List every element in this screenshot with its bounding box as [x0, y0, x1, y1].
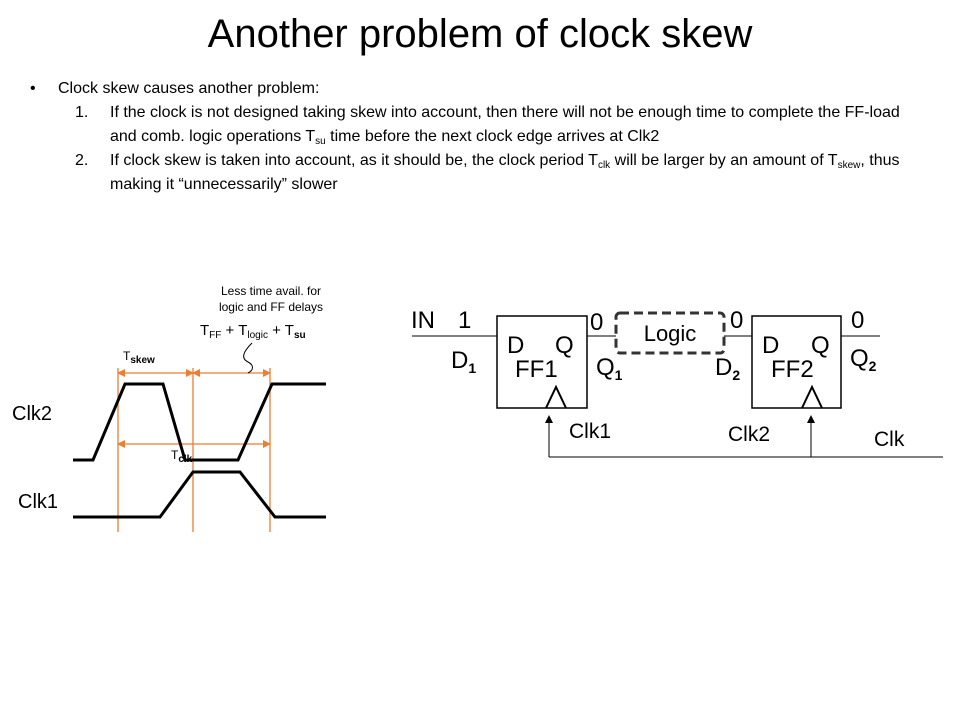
note-line-2: logic and FF delays: [219, 300, 323, 314]
clk2-waveform: [73, 382, 326, 462]
d1-label: D1: [451, 347, 476, 376]
note-callout-line: [243, 342, 253, 374]
logic-label: Logic: [644, 321, 697, 346]
q1-value: 0: [590, 309, 603, 336]
list-item-text: , thus making it “unnecessarily” slower: [110, 152, 900, 193]
list-item-subscript: su: [315, 136, 326, 147]
clk1-wave-label: Clk1: [18, 491, 58, 513]
note-line-1: Less time avail. for: [221, 284, 321, 298]
ff1-clock-triangle: [545, 384, 567, 409]
ff2-name-label: FF2: [771, 356, 814, 383]
list-item-text: If clock skew is taken into account, as …: [110, 152, 598, 169]
bullet-intro-text: Clock skew causes another problem:: [58, 80, 320, 97]
ff2-box: [751, 315, 842, 409]
list-item-subscript: skew: [837, 160, 861, 171]
ff1-d-label: D: [507, 332, 524, 359]
tclk-label: Tclk: [171, 448, 193, 465]
logic-box: [614, 311, 726, 355]
in-label: IN: [411, 307, 435, 334]
list-item: 2. If clock skew is taken into account, …: [30, 149, 930, 197]
ff1-box: [496, 315, 588, 409]
circuit-schematic: D Q FF1 D Q FF2 IN 1 D1 0 Q1 Logic 0 D2 …: [411, 307, 943, 458]
ff1-q-label: Q: [555, 332, 574, 359]
q1-label: Q1: [596, 354, 623, 383]
list-item-text: will be larger by an amount of T: [610, 152, 838, 169]
bullet-intro: • Clock skew causes another problem:: [30, 77, 930, 101]
d2-label: D2: [715, 354, 740, 383]
clk1-label: Clk1: [569, 420, 611, 443]
list-item-text: time before the next clock edge arrives …: [325, 128, 660, 145]
ff2-q-label: Q: [811, 332, 830, 359]
q2-value: 0: [851, 307, 864, 334]
clk2-label: Clk2: [728, 423, 770, 446]
bullet-list: • Clock skew causes another problem: 1. …: [30, 77, 930, 197]
bullet-marker: •: [30, 80, 36, 97]
q2-label: Q2: [850, 345, 877, 374]
ff2-d-label: D: [762, 332, 779, 359]
clk1-waveform: [73, 470, 326, 519]
clk2-wave-label: Clk2: [12, 403, 52, 425]
list-item-number: 2.: [75, 152, 89, 169]
tskew-label: Tskew: [123, 349, 155, 366]
in-value: 1: [458, 307, 471, 334]
list-item: 1. If the clock is not designed taking s…: [30, 101, 930, 149]
list-item-text: If the clock is not designed taking skew…: [110, 104, 900, 145]
clk-label: Clk: [874, 428, 905, 451]
slide-title: Another problem of clock skew: [207, 12, 753, 56]
d2-value: 0: [730, 307, 743, 334]
note-formula: TFF + Tlogic + Tsu: [200, 322, 306, 341]
timing-diagram: Clk2 Clk1 Tskew Tclk Less time avail. fo…: [12, 284, 326, 532]
list-item-subscript: clk: [597, 160, 611, 171]
ff2-clock-triangle: [801, 384, 823, 409]
list-item-number: 1.: [75, 104, 89, 121]
ff1-name-label: FF1: [515, 356, 558, 383]
